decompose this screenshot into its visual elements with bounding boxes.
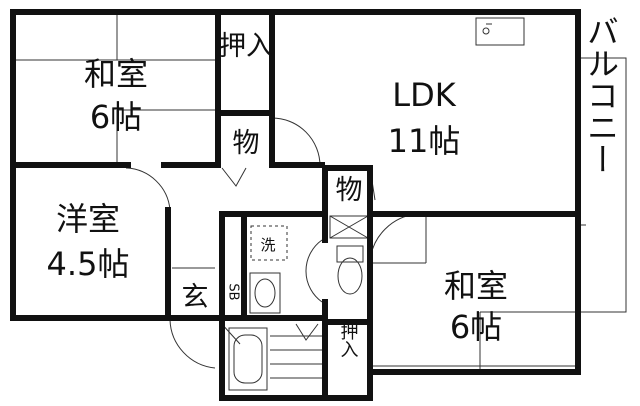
sentaku-label: 洗: [260, 236, 275, 254]
ldk-size: 11帖: [388, 122, 461, 160]
youshitsu-size: 4.5帖: [47, 245, 130, 283]
room-labels: 和室 6帖 押入 物 LDK 11帖 バルコニー 洋室 4.5帖 物 洗 玄 S…: [47, 15, 620, 358]
washitsu-bottom-name: 和室: [444, 267, 508, 305]
youshitsu-name: 洋室: [56, 200, 120, 238]
oshiire-top-label: 押入: [219, 31, 273, 62]
genkan-label: 玄: [182, 282, 209, 313]
washitsu-top-name: 和室: [84, 55, 148, 93]
washitsu-top-size: 6帖: [90, 98, 142, 136]
balcony-label: バルコニー: [582, 15, 620, 175]
walls: [10, 9, 581, 401]
detail-lines: [16, 12, 627, 391]
ldk-name: LDK: [392, 76, 456, 114]
mono-mid-label: 物: [336, 175, 363, 206]
oshiire-bottom-label: 押入: [338, 322, 359, 358]
washitsu-bottom-size: 6帖: [450, 308, 502, 346]
sb-label: SB: [226, 283, 241, 300]
mono-top-label: 物: [233, 128, 260, 159]
